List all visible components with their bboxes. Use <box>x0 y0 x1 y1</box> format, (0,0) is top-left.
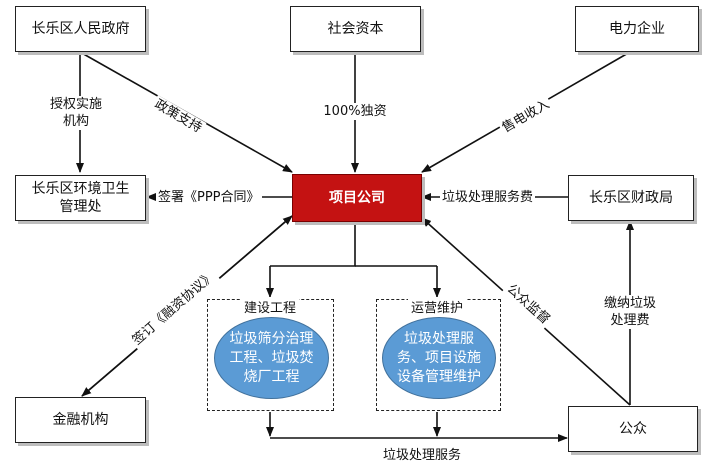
node-sanitation-office-label: 长乐区环境卫生管理处 <box>31 181 130 215</box>
node-government: 长乐区人民政府 <box>15 6 146 52</box>
label-authorize: 授权实施机构 <box>40 96 112 130</box>
node-social-capital: 社会资本 <box>290 6 421 52</box>
construction-content-ellipse: 垃圾筛分治理工程、垃圾焚烧厂工程 <box>214 317 329 399</box>
node-financial-institution: 金融机构 <box>15 397 146 443</box>
node-finance-bureau: 长乐区财政局 <box>568 175 694 221</box>
label-service: 垃圾处理服务 <box>382 448 461 463</box>
label-pay-fee-text: 缴纳垃圾处理费 <box>603 296 656 328</box>
label-pay-fee: 缴纳垃圾处理费 <box>596 295 664 329</box>
node-sanitation-office: 长乐区环境卫生管理处 <box>15 175 146 221</box>
node-project-company: 项目公司 <box>292 174 422 222</box>
label-equity: 100%独资 <box>317 103 393 120</box>
node-power-company: 电力企业 <box>575 6 699 52</box>
node-public: 公众 <box>568 406 698 452</box>
label-service-fee: 垃圾处理服务费 <box>440 189 536 206</box>
operation-content-ellipse: 垃圾处理服务、项目设施设备管理维护 <box>382 317 496 399</box>
label-ppp-contract: 签署《PPP合同》 <box>156 189 262 206</box>
group-construction-title: 建设工程 <box>241 297 300 316</box>
group-operation-title: 运营维护 <box>408 297 467 316</box>
connector-project-down <box>270 222 356 267</box>
label-authorize-text: 授权实施机构 <box>49 97 102 129</box>
